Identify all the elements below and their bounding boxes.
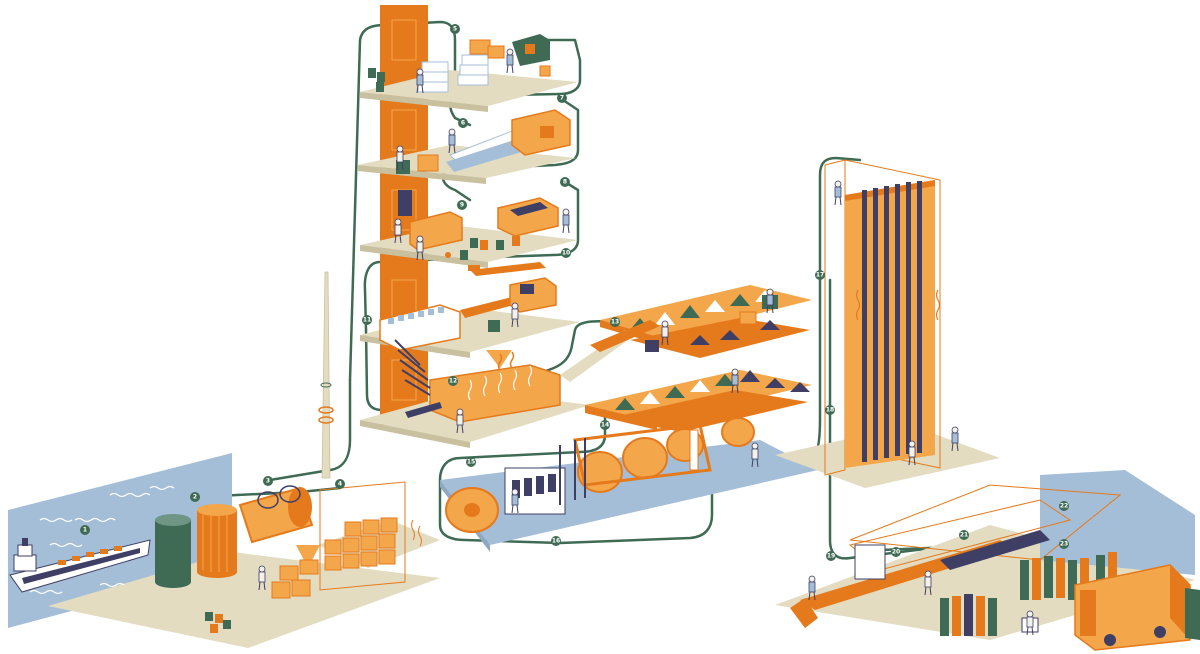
step-number: 13 (611, 319, 619, 326)
step-number: 23 (1060, 541, 1068, 548)
step-number: 2 (193, 494, 197, 501)
step-marker-6: 6 (458, 118, 468, 128)
step-marker-10: 10 (561, 248, 571, 258)
step-number: 6 (461, 120, 465, 127)
sack-storage (318, 481, 440, 591)
fabric-rolls (940, 552, 1117, 636)
step-number: 8 (563, 179, 567, 186)
step-marker-7: 7 (557, 93, 567, 103)
step-marker-5: 5 (450, 24, 460, 34)
step-number: 12 (449, 378, 457, 385)
orange-crates (271, 559, 319, 599)
rotary-kiln (238, 485, 320, 568)
step-marker-16: 16 (551, 536, 561, 546)
step-marker-18: 18 (825, 405, 835, 415)
tall-drying-tower (775, 159, 1000, 488)
step-marker-2: 2 (190, 492, 200, 502)
step-number: 22 (1060, 503, 1068, 510)
step-number: 18 (826, 407, 834, 414)
packaging-section (775, 470, 1200, 651)
step-number: 7 (560, 95, 564, 102)
step-number: 19 (827, 553, 835, 560)
step-marker-19: 19 (826, 551, 836, 561)
drying-rollers (445, 417, 755, 533)
truck (1074, 564, 1200, 651)
step-number: 17 (816, 272, 824, 279)
floor-5-equipment (394, 339, 561, 423)
step-number: 20 (892, 549, 900, 556)
harbor-section (8, 453, 440, 648)
floor-4-equipment (379, 262, 557, 368)
step-marker-3: 3 (263, 476, 273, 486)
cargo-ship (9, 538, 151, 593)
step-number: 9 (460, 202, 464, 209)
small-barrels-dock (205, 612, 231, 633)
step-marker-22: 22 (1059, 501, 1069, 511)
step-marker-9: 9 (457, 200, 467, 210)
worker-figures (258, 48, 1034, 636)
step-marker-21: 21 (959, 530, 969, 540)
step-number: 16 (552, 538, 560, 545)
step-marker-23: 23 (1059, 539, 1069, 549)
step-number: 14 (601, 422, 609, 429)
step-number: 1 (83, 527, 87, 534)
production-tower (358, 5, 590, 448)
drying-machine-section (440, 417, 818, 552)
step-marker-12: 12 (448, 376, 458, 386)
step-marker-4: 4 (335, 479, 345, 489)
terrace-piles (615, 290, 810, 410)
step-number: 3 (266, 478, 270, 485)
tower-fabric-strips (862, 181, 922, 462)
step-number: 21 (960, 532, 968, 539)
dock-floor (48, 552, 440, 648)
step-marker-1: 1 (80, 525, 90, 535)
floor-1-equipment (368, 34, 551, 93)
step-number: 4 (338, 481, 342, 488)
step-marker-13: 13 (610, 317, 620, 327)
step-number: 11 (363, 317, 371, 324)
step-marker-14: 14 (600, 420, 610, 430)
step-markers: 1 2 3 4 5 6 7 8 9 10 11 12 13 14 15 16 1… (80, 24, 1069, 561)
sea-panel (8, 453, 232, 628)
step-marker-20: 20 (891, 547, 901, 557)
step-number: 15 (467, 459, 475, 466)
step-marker-17: 17 (815, 270, 825, 280)
step-marker-8: 8 (560, 177, 570, 187)
chimney (318, 271, 334, 479)
storage-tanks (155, 504, 237, 588)
step-number: 10 (562, 250, 570, 257)
floor-1 (360, 70, 578, 106)
step-marker-15: 15 (466, 457, 476, 467)
terraces (560, 285, 812, 432)
step-number: 5 (453, 26, 457, 33)
step-marker-11: 11 (362, 315, 372, 325)
wave-lines (29, 485, 175, 595)
